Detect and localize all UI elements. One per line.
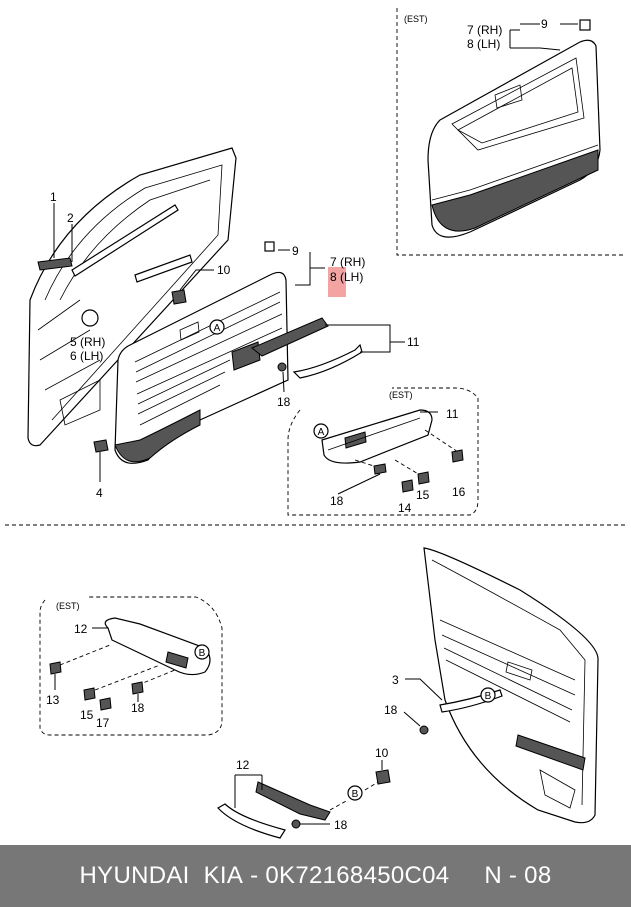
callout-16: 16 xyxy=(452,485,466,499)
svg-text:B: B xyxy=(199,648,206,659)
callout-18-right: 18 xyxy=(384,703,398,717)
callout-15-top: 15 xyxy=(416,488,430,502)
armrest-est-left xyxy=(104,617,211,676)
ref-b-right: B xyxy=(480,687,496,703)
clip-4 xyxy=(93,439,109,482)
svg-text:B: B xyxy=(352,789,359,800)
est-tag-mid: (EST) xyxy=(389,390,413,400)
front-door-shell xyxy=(27,147,237,447)
svg-text:B: B xyxy=(485,691,492,702)
armrest-main xyxy=(251,317,363,379)
screw-18-main xyxy=(277,362,287,393)
highlight-part-8 xyxy=(328,267,346,297)
screw-18-bottom xyxy=(291,819,330,829)
callout-8-lh-main: 8 (LH) xyxy=(330,270,363,284)
callout-12-est: 12 xyxy=(74,622,88,636)
svg-text:A: A xyxy=(214,323,221,334)
armrest-est-mid xyxy=(321,409,433,464)
footer-separator: - xyxy=(243,862,266,889)
est-frame-top-right xyxy=(396,8,625,256)
est-tag-top-right: (EST) xyxy=(404,14,428,24)
callout-5-rh: 5 (RH) xyxy=(70,335,105,349)
callout-18-bottom: 18 xyxy=(334,818,348,832)
callout-2: 2 xyxy=(67,211,74,225)
door-trim-panel-est xyxy=(427,19,601,238)
footer-bar: HYUNDAI KIA - 0K72168450C04 N - 08 xyxy=(0,845,631,907)
callout-7-rh-est: 7 (RH) xyxy=(467,23,502,37)
clip-10-bottom xyxy=(375,760,391,785)
door-belt-molding xyxy=(71,204,179,277)
door-trim-panel-main xyxy=(114,241,289,464)
callout-18-main: 18 xyxy=(277,395,291,409)
callout-11-main: 11 xyxy=(407,335,420,349)
callout-18-est-left: 18 xyxy=(131,701,145,715)
callout-9-est: 9 xyxy=(541,17,548,31)
callout-11-est: 11 xyxy=(446,407,459,421)
fasteners-est-mid xyxy=(337,449,464,495)
ref-b-est: B xyxy=(194,644,210,660)
callout-10-bottom: 10 xyxy=(375,746,389,760)
inner-handle-rod xyxy=(134,254,193,283)
est-frame-mid xyxy=(287,387,479,516)
ref-b-bottom: B xyxy=(347,785,363,801)
callout-6-lh: 6 (LH) xyxy=(70,349,103,363)
callout-18-est-top: 18 xyxy=(330,494,344,508)
parts-diagram: A A B B B (EST) (EST) (EST) 1 2 3 4 5 (R… xyxy=(5,8,626,839)
callout-3: 3 xyxy=(392,673,399,687)
fasteners-est-left xyxy=(49,661,144,711)
footer-brand: HYUNDAI KIA xyxy=(79,862,244,889)
callout-1: 1 xyxy=(50,190,57,204)
ref-a-main: A xyxy=(209,319,225,335)
callout-10-top: 10 xyxy=(217,263,231,277)
callout-9-main: 9 xyxy=(292,244,299,258)
callout-7-rh-main: 7 (RH) xyxy=(330,255,365,269)
callout-8-lh-est: 8 (LH) xyxy=(467,37,500,51)
callout-4: 4 xyxy=(96,486,103,500)
clip-10-top xyxy=(171,289,187,305)
armrest-bottom xyxy=(217,781,331,839)
door-glass-run xyxy=(37,257,73,271)
est-tag-left: (EST) xyxy=(56,601,80,611)
footer-gap xyxy=(449,862,484,890)
footer-part-number: 0K72168450C04 xyxy=(265,862,450,889)
callout-13: 13 xyxy=(46,693,60,707)
footer-section: N - 08 xyxy=(484,862,552,889)
rear-door-shell xyxy=(423,547,599,824)
ref-a-est: A xyxy=(313,423,329,439)
est-frame-left xyxy=(39,596,223,736)
callout-14: 14 xyxy=(398,501,412,515)
callout-15-left: 15 xyxy=(80,708,94,722)
callout-17: 17 xyxy=(96,716,110,730)
svg-text:A: A xyxy=(318,427,325,438)
screw-18-right xyxy=(403,711,429,735)
callout-12-bottom: 12 xyxy=(236,758,250,772)
